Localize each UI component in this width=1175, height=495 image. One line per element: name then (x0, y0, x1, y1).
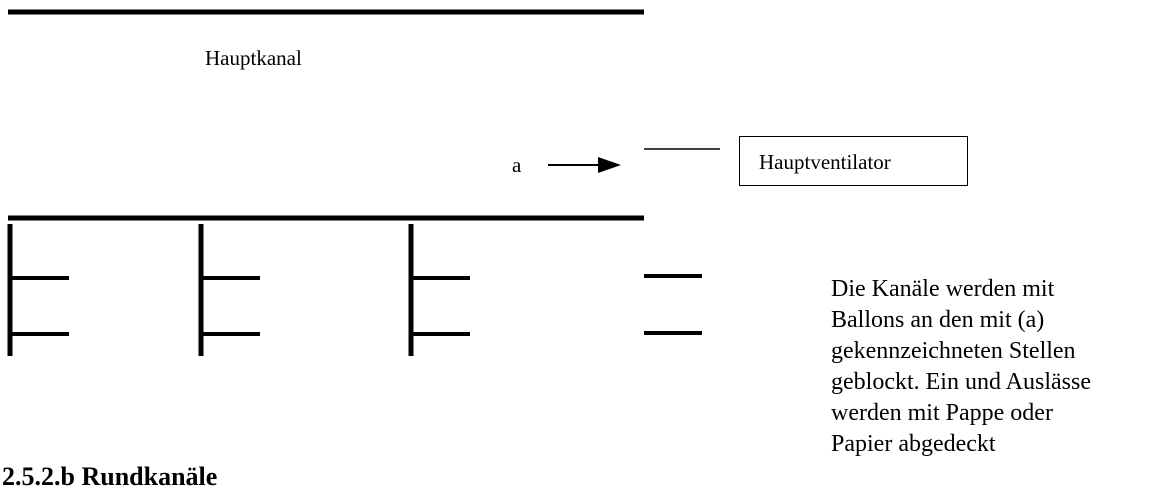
note-line: gekennzeichneten Stellen (831, 338, 1076, 364)
main-channel-label: Hauptkanal (205, 46, 302, 70)
marker-a-label: a (512, 153, 522, 177)
note-line: geblockt. Ein und Auslässe (831, 369, 1091, 395)
end-openings (644, 274, 702, 335)
branch-duct-2 (198, 224, 260, 356)
note-line: Papier abgedeckt (831, 431, 996, 457)
instruction-note: Die Kanäle werden mit Ballons an den mit… (831, 274, 1175, 460)
section-heading: 2.5.2.b Rundkanäle (2, 462, 218, 491)
main-fan-box: Hauptventilator (739, 136, 968, 186)
branch-duct-3 (408, 224, 470, 356)
branch-duct-1 (7, 224, 69, 356)
main-fan-label: Hauptventilator (759, 150, 891, 174)
note-line: werden mit Pappe oder (831, 400, 1053, 426)
arrow-right-icon (548, 157, 621, 173)
note-line: Ballons an den mit (a) (831, 307, 1045, 333)
note-line: Die Kanäle werden mit (831, 276, 1055, 302)
